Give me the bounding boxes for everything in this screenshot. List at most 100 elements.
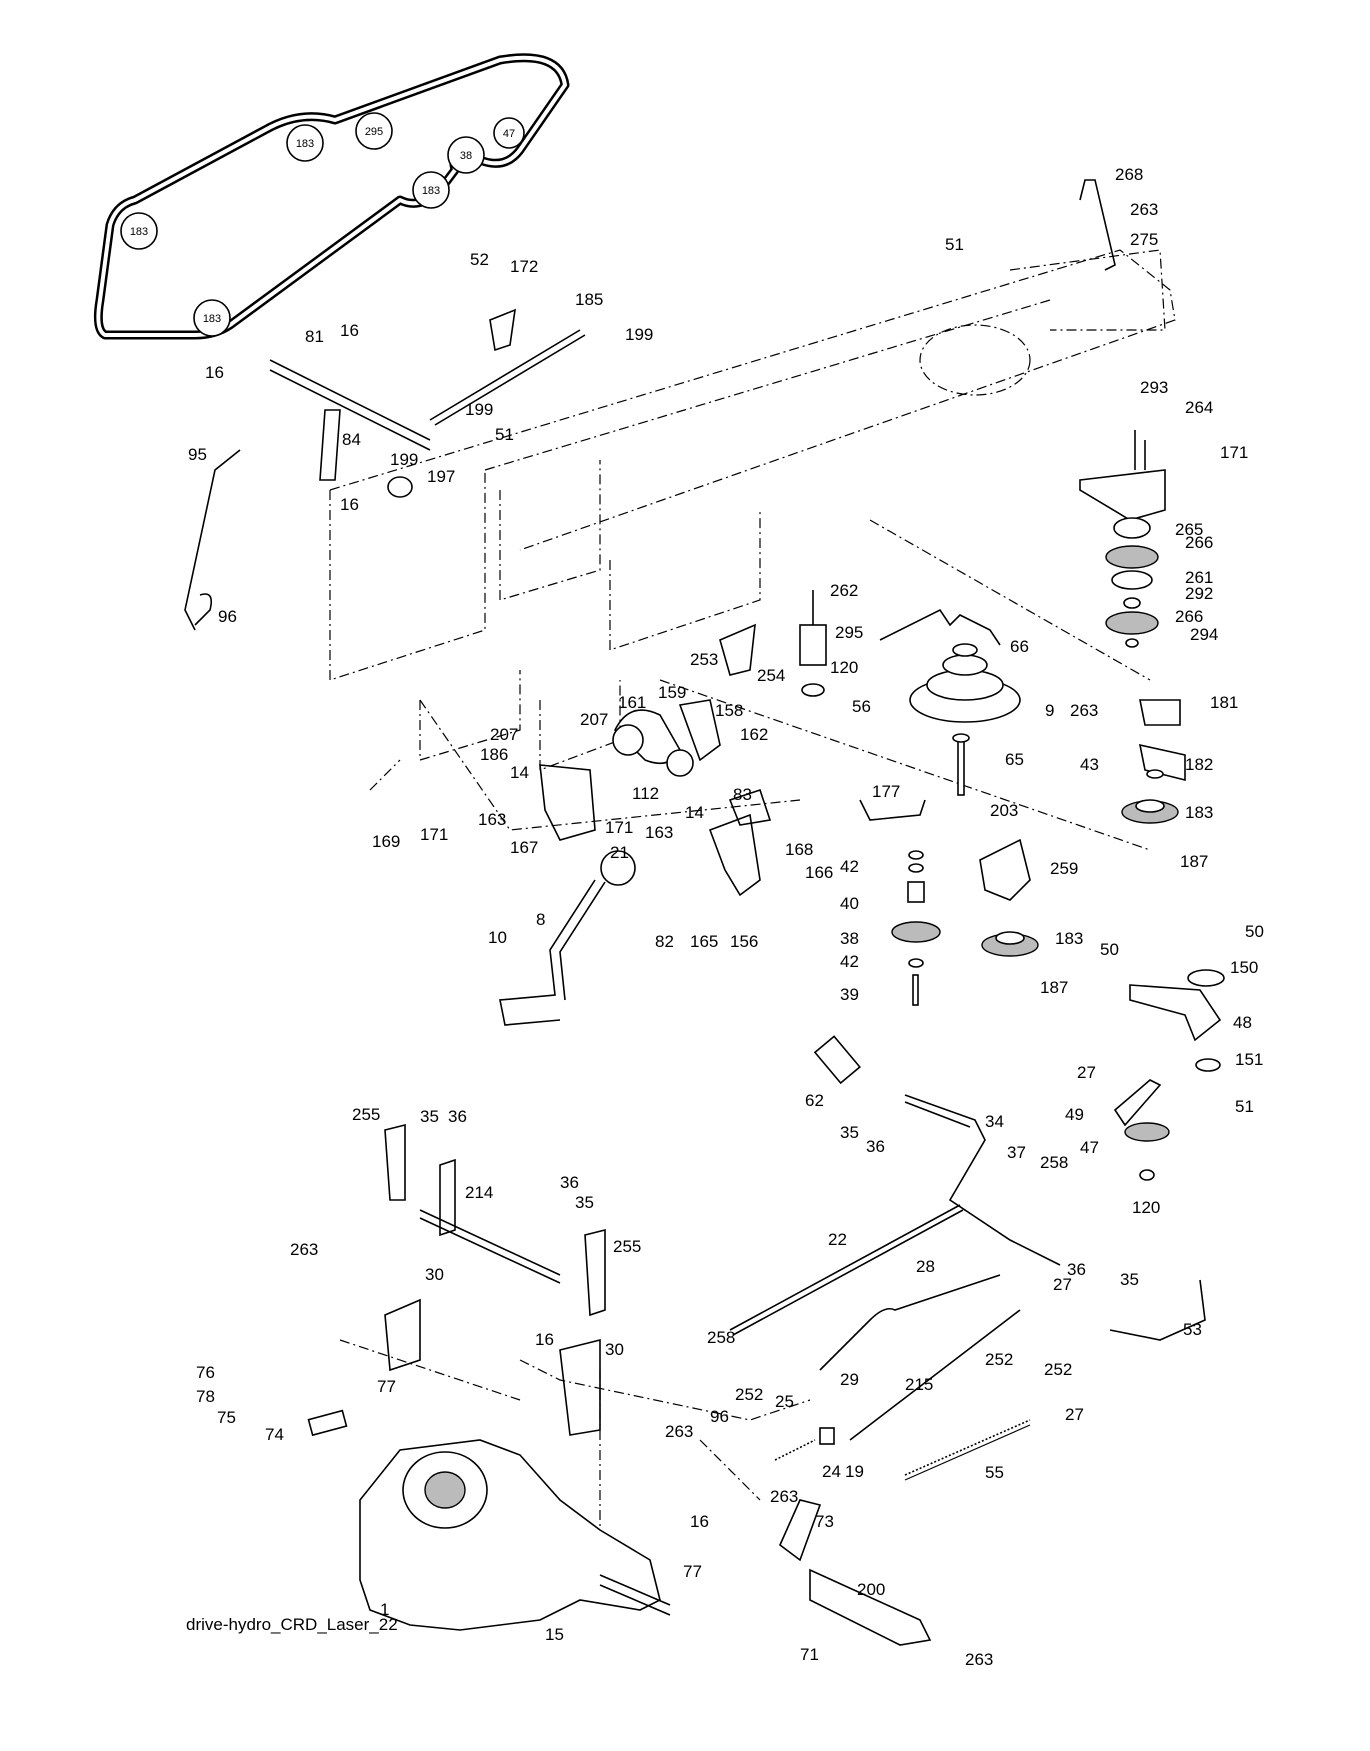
callout: 120 <box>1132 1198 1160 1217</box>
callout: 22 <box>828 1230 847 1249</box>
callout: 186 <box>480 745 508 764</box>
callout: 10 <box>488 928 507 947</box>
callout: 1 <box>380 1600 389 1619</box>
callout: 28 <box>916 1257 935 1276</box>
plate-30-left <box>384 1298 421 1372</box>
callout: 74 <box>265 1425 284 1444</box>
callout: 159 <box>658 683 686 702</box>
callout: 263 <box>770 1487 798 1506</box>
callout: 62 <box>805 1091 824 1110</box>
callout: 263 <box>1130 200 1158 219</box>
callout: 151 <box>1235 1050 1263 1069</box>
callout: 263 <box>665 1422 693 1441</box>
callout: 16 <box>340 321 359 340</box>
callout: 83 <box>733 785 752 804</box>
bracket-182 <box>1138 743 1186 782</box>
callout: 42 <box>840 952 859 971</box>
rod-28 <box>819 1274 1001 1371</box>
callout: 76 <box>196 1363 215 1382</box>
rod-22 <box>729 1204 964 1336</box>
shaft-214 <box>419 1209 561 1284</box>
callout: 215 <box>905 1375 933 1394</box>
callout: 36 <box>560 1173 579 1192</box>
knob-21 <box>600 850 636 886</box>
rod-95 <box>184 449 241 631</box>
washer-65 <box>952 733 970 743</box>
washer-43 <box>1146 769 1164 779</box>
arm-158 <box>678 699 721 762</box>
callout: 14 <box>685 803 704 822</box>
callout: 51 <box>1235 1097 1254 1116</box>
callout: 36 <box>866 1137 885 1156</box>
plate-255-right <box>584 1228 606 1317</box>
belt-pulley-38: 38 <box>447 136 485 174</box>
pulley-183-center <box>981 931 1039 957</box>
bracket-167 <box>539 764 596 841</box>
callout: 200 <box>857 1580 885 1599</box>
callout: 19 <box>845 1462 864 1481</box>
callout: 38 <box>840 929 859 948</box>
svg-text:295: 295 <box>365 126 383 138</box>
bracket-177 <box>859 799 926 821</box>
callout: 177 <box>872 782 900 801</box>
callout: 262 <box>830 581 858 600</box>
belt-pulley-183-a: 183 <box>120 212 158 250</box>
callout: 214 <box>465 1183 493 1202</box>
callout: 181 <box>1210 693 1238 712</box>
idler-arm-259 <box>979 838 1031 901</box>
callout: 266 <box>1175 607 1203 626</box>
callout: 27 <box>1077 1063 1096 1082</box>
callout: 199 <box>625 325 653 344</box>
callout: 16 <box>205 363 224 382</box>
callout: 156 <box>730 932 758 951</box>
callout: 47 <box>1080 1138 1099 1157</box>
callout: 71 <box>800 1645 819 1664</box>
bracket-253 <box>719 623 756 676</box>
callout: 255 <box>352 1105 380 1124</box>
callout: 35 <box>575 1193 594 1212</box>
callout: 161 <box>618 693 646 712</box>
callout: 266 <box>1185 533 1213 552</box>
callout: 163 <box>478 810 506 829</box>
callout: 261 <box>1185 568 1213 587</box>
callout: 254 <box>757 666 785 685</box>
washer-151 <box>1195 1058 1221 1072</box>
callout: 185 <box>575 290 603 309</box>
pulley-183-right <box>1121 799 1179 824</box>
callout: 51 <box>495 425 514 444</box>
callout: 14 <box>510 763 529 782</box>
bracket-73 <box>779 1499 822 1562</box>
shaft-81 <box>269 359 431 451</box>
callout: 81 <box>305 327 324 346</box>
callout: 95 <box>188 445 207 464</box>
callout: 36 <box>1067 1260 1086 1279</box>
callout: 167 <box>510 838 538 857</box>
belt-pulley-183-b: 183 <box>286 124 324 162</box>
callout: 96 <box>218 607 237 626</box>
rod-215 <box>849 1309 1021 1441</box>
callout: 75 <box>217 1408 236 1427</box>
callout: 8 <box>536 910 545 929</box>
callout: 162 <box>740 725 768 744</box>
bracket-49 <box>1113 1079 1162 1127</box>
callout: 265 <box>1175 520 1203 539</box>
callout: 48 <box>1233 1013 1252 1032</box>
callout: 25 <box>775 1392 794 1411</box>
callout: 40 <box>840 894 859 913</box>
pulley-47 <box>1124 1122 1170 1142</box>
spring-55 <box>904 1419 1031 1481</box>
callout: 36 <box>448 1107 467 1126</box>
belt-pulley-183-c: 183 <box>412 171 450 209</box>
callout: 171 <box>1220 443 1248 462</box>
callout: 259 <box>1050 859 1078 878</box>
rod-185 <box>429 329 586 426</box>
belt-keeper-66 <box>879 608 1001 646</box>
callout: 166 <box>805 863 833 882</box>
callout: 84 <box>342 430 361 449</box>
callout: 52 <box>470 250 489 269</box>
callout: 55 <box>985 1463 1004 1482</box>
belt-pulley-47: 47 <box>493 117 525 149</box>
callout: 252 <box>1044 1360 1072 1379</box>
callout: 182 <box>1185 755 1213 774</box>
